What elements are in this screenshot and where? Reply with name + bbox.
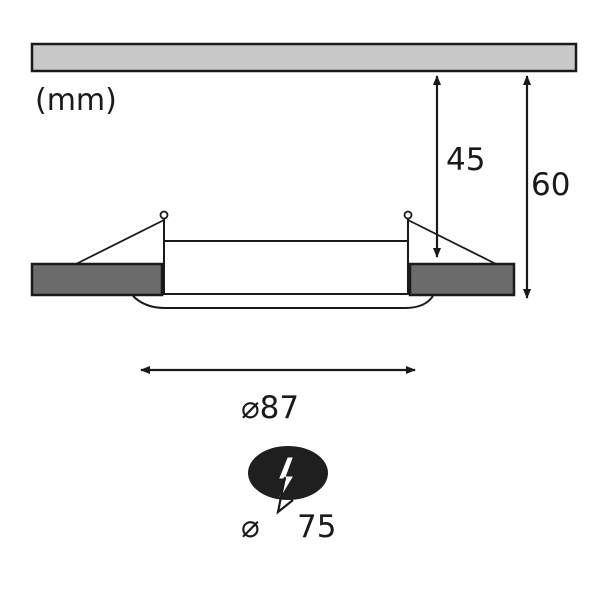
dimension-label-60: 60 [531, 167, 570, 203]
cutout-diameter-value: 75 [297, 509, 336, 545]
spring-pivot-left [159, 210, 169, 220]
units-label: (mm) [35, 83, 117, 118]
cutout-diameter-symbol: ⌀ [241, 509, 260, 545]
lightning-bolt-hole-icon [248, 446, 328, 515]
ceiling-slab [30, 42, 578, 73]
spring-arm-right [407, 219, 497, 265]
spring-pivot-right [403, 210, 413, 220]
bezel-ring [132, 295, 434, 309]
dimension-label-45: 45 [446, 142, 485, 178]
spring-arm-left [75, 219, 165, 265]
housing-body [163, 240, 409, 295]
ceiling-cut-left [30, 262, 164, 297]
dimension-label-87: ⌀87 [241, 390, 299, 426]
ceiling-cut-right [408, 262, 516, 297]
downlight-housing [30, 210, 516, 309]
